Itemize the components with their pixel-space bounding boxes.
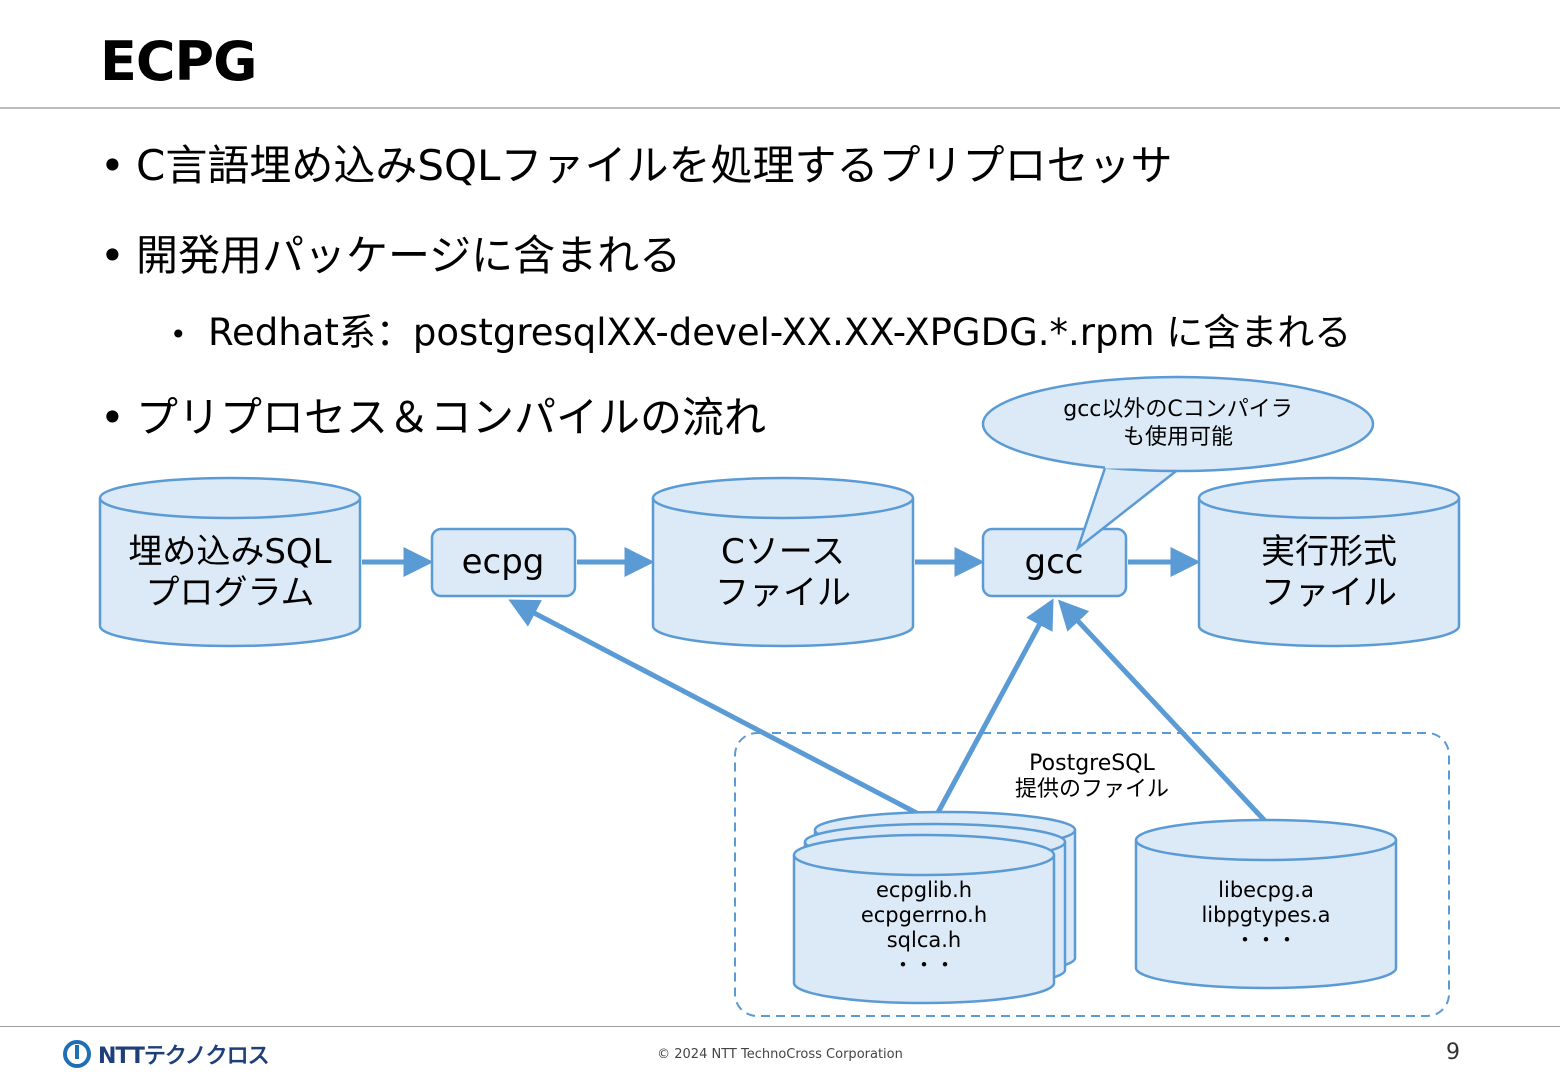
copyright: © 2024 NTT TechnoCross Corporation — [657, 1047, 903, 1062]
compiler-callout: gcc以外のCコンパイラ も使用可能 — [981, 375, 1375, 552]
page-number: 9 — [1446, 1040, 1460, 1065]
library-files-cylinder: libecpg.a libpgtypes.a ・・・ — [1134, 818, 1398, 990]
group-label-2: 提供のファイル — [1015, 777, 1169, 802]
header-file-3: sqlca.h — [887, 928, 962, 952]
bullet-2: •開発用パッケージに含まれる — [100, 222, 681, 283]
arrow-libs-to-gcc — [1057, 599, 1268, 824]
header-files-stack: ecpglib.h ecpgerrno.h sqlca.h ・・・ — [792, 810, 1077, 1005]
gcc-box: gcc — [981, 527, 1128, 598]
c-source-cylinder: Cソース ファイル — [651, 476, 915, 648]
executable-label-2: ファイル — [1261, 573, 1397, 613]
library-file-2: libpgtypes.a — [1201, 903, 1330, 927]
embedded-sql-cylinder: 埋め込みSQL プログラム — [98, 476, 362, 648]
callout-line-2: も使用可能 — [1123, 425, 1233, 450]
embedded-sql-label-2: プログラム — [146, 573, 315, 613]
sub-bullet-text: Redhat系：postgresqlXX-devel-XX.XX-XPGDG.*… — [208, 311, 1352, 354]
logo-text: NTTテクノクロス — [98, 1044, 270, 1069]
library-file-1: libecpg.a — [1218, 878, 1314, 902]
bullet-2-text: 開発用パッケージに含まれる — [136, 231, 682, 280]
bullet-1-text: C言語埋め込みSQLファイルを処理するプリプロセッサ — [136, 141, 1173, 190]
gcc-label: gcc — [1025, 542, 1084, 582]
ecpg-box: ecpg — [430, 527, 577, 598]
bullet-mark: • — [100, 141, 125, 190]
c-source-label-2: ファイル — [715, 573, 851, 613]
slide-title: ECPG — [100, 30, 257, 93]
sub-bullet: • Redhat系：postgresqlXX-devel-XX.XX-XPGDG.… — [170, 302, 1351, 356]
footer-divider — [0, 1026, 1560, 1027]
ntt-logo-icon — [63, 1040, 91, 1068]
embedded-sql-label-1: 埋め込みSQL — [128, 532, 331, 572]
header-file-2: ecpgerrno.h — [861, 903, 987, 927]
bullet-1: •C言語埋め込みSQLファイルを処理するプリプロセッサ — [100, 132, 1172, 193]
bullet-3-text: プリプロセス＆コンパイルの流れ — [136, 393, 767, 442]
header-file-1: ecpglib.h — [876, 878, 972, 902]
title-divider — [0, 107, 1560, 109]
company-logo: NTTテクノクロス — [62, 1038, 270, 1070]
bullet-3: •プリプロセス＆コンパイルの流れ — [100, 384, 766, 445]
executable-cylinder: 実行形式 ファイル — [1197, 476, 1461, 648]
executable-label-1: 実行形式 — [1261, 532, 1397, 572]
bullet-mark: • — [100, 393, 125, 442]
arrow-headers-to-gcc — [932, 598, 1054, 820]
arrow-headers-to-ecpg — [508, 599, 932, 823]
callout-line-1: gcc以外のCコンパイラ — [1063, 397, 1293, 422]
header-file-more: ・・・ — [893, 953, 956, 977]
postgresql-files-group — [734, 732, 1450, 1017]
c-source-label-1: Cソース — [721, 532, 845, 572]
library-file-more: ・・・ — [1235, 928, 1298, 952]
bullet-mark: • — [170, 318, 187, 351]
bullet-mark: • — [100, 231, 125, 280]
group-label-1: PostgreSQL — [1029, 751, 1155, 776]
ecpg-label: ecpg — [462, 542, 545, 582]
